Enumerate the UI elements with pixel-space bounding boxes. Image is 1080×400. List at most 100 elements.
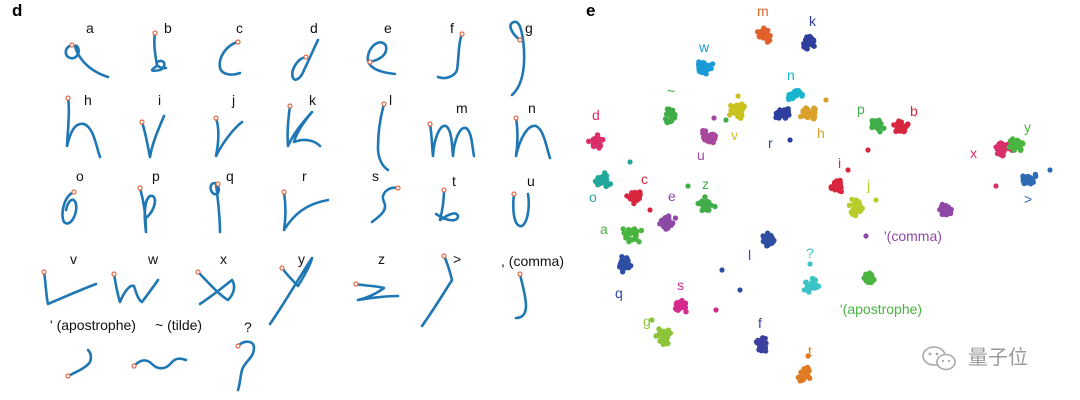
glyph-label-x: x — [220, 251, 227, 267]
outlier-point — [735, 93, 741, 99]
embedding-point — [804, 46, 810, 52]
cluster-comma: '(comma) — [884, 201, 954, 244]
cluster-label-comma: '(comma) — [884, 228, 942, 244]
embedding-point — [700, 203, 707, 209]
start-dot — [65, 95, 71, 101]
trajectory-y — [268, 256, 314, 326]
trajectory-b — [150, 31, 168, 73]
cluster-f: f — [753, 315, 769, 354]
start-dot — [152, 30, 158, 36]
cluster-label-w: w — [698, 39, 710, 55]
start-dot — [69, 42, 75, 48]
glyph-label-h: h — [84, 92, 92, 108]
start-dot — [235, 39, 241, 45]
embedding-point — [1032, 171, 1039, 178]
embedding-point — [619, 254, 625, 260]
embedding-point — [764, 243, 770, 249]
embedding-point — [658, 328, 664, 334]
cluster-s: s — [672, 277, 689, 315]
cluster-label-n: n — [787, 67, 795, 83]
embedding-point — [869, 278, 875, 284]
outlier-point — [685, 183, 691, 189]
embedding-point — [629, 190, 635, 196]
glyph-label-gt: > — [453, 251, 461, 267]
outlier-point — [649, 317, 655, 323]
cluster-h: h — [798, 105, 825, 141]
glyph-label-comma: , (comma) — [501, 253, 564, 269]
embedding-point — [773, 110, 779, 117]
start-dot — [111, 271, 117, 277]
start-dot — [513, 115, 519, 121]
embedding-point — [704, 138, 710, 144]
cluster-j: j — [846, 177, 870, 219]
embedding-point — [1016, 144, 1022, 151]
embedding-point — [803, 110, 809, 116]
cluster-label-a: a — [600, 221, 608, 237]
cluster-r: r — [768, 106, 792, 151]
cluster-label-gt: > — [1024, 191, 1032, 207]
embedding-point — [668, 111, 675, 117]
glyph-label-k: k — [309, 92, 317, 108]
start-dot — [517, 37, 523, 43]
trajectory-apostrophe — [66, 348, 93, 378]
embedding-point — [586, 138, 592, 144]
embedding-point — [760, 233, 766, 239]
cluster-label-k: k — [809, 13, 817, 29]
embedding-point — [1010, 136, 1016, 142]
glyph-label-s: s — [372, 168, 379, 184]
trajectory-k — [286, 104, 322, 148]
trajectory-a — [64, 43, 110, 79]
embedding-point — [598, 178, 605, 184]
cluster-b: b — [891, 103, 918, 135]
trajectory-t — [434, 188, 460, 222]
embedding-point — [696, 61, 702, 67]
embedding-point — [799, 93, 805, 99]
cluster-g: g — [643, 313, 674, 347]
cluster-m: m — [754, 3, 773, 45]
cluster-v: v — [726, 101, 747, 143]
embedding-point — [674, 300, 680, 306]
glyph-label-m: m — [456, 100, 468, 116]
glyph-label-g: g — [525, 20, 533, 36]
outlier-point — [1047, 167, 1053, 173]
trajectory-z — [354, 282, 400, 302]
glyph-label-u: u — [527, 173, 535, 189]
embedding-point — [704, 207, 710, 213]
start-dot — [517, 271, 523, 277]
embedding-point — [806, 40, 812, 46]
embedding-point — [805, 365, 811, 372]
embedding-point — [812, 110, 818, 116]
start-dot — [71, 189, 77, 195]
start-dot — [65, 373, 71, 379]
embedding-point — [621, 230, 627, 236]
embedding-point — [812, 106, 818, 113]
cluster-z: z — [695, 176, 718, 214]
outlier-point — [627, 159, 633, 165]
start-dot — [139, 119, 145, 125]
outlier-point — [723, 117, 729, 123]
embedding-point — [701, 60, 707, 66]
cluster-label-s: s — [677, 277, 684, 293]
embedding-point — [702, 194, 708, 200]
embedding-point — [674, 307, 680, 313]
cluster-label-apostrophe: '(apostrophe) — [840, 301, 922, 317]
glyph-label-n: n — [528, 100, 536, 116]
embedding-point — [996, 141, 1002, 147]
outlier-point — [865, 147, 871, 153]
start-dot — [287, 103, 293, 109]
embedding-point — [994, 150, 1001, 157]
embedding-point — [853, 200, 859, 206]
embedding-point — [638, 227, 645, 234]
cluster-d: d — [586, 107, 606, 151]
embedding-point — [810, 115, 816, 122]
trajectory-gt — [420, 254, 454, 328]
cluster-label-o: o — [589, 189, 597, 205]
cluster-label-h: h — [817, 125, 825, 141]
cluster-label-b: b — [910, 103, 918, 119]
start-dot — [281, 189, 287, 195]
glyph-label-o: o — [76, 168, 84, 184]
trajectory-m — [428, 122, 476, 158]
cluster-label-tilde: ~ — [667, 83, 675, 99]
trajectory-u — [511, 192, 531, 228]
